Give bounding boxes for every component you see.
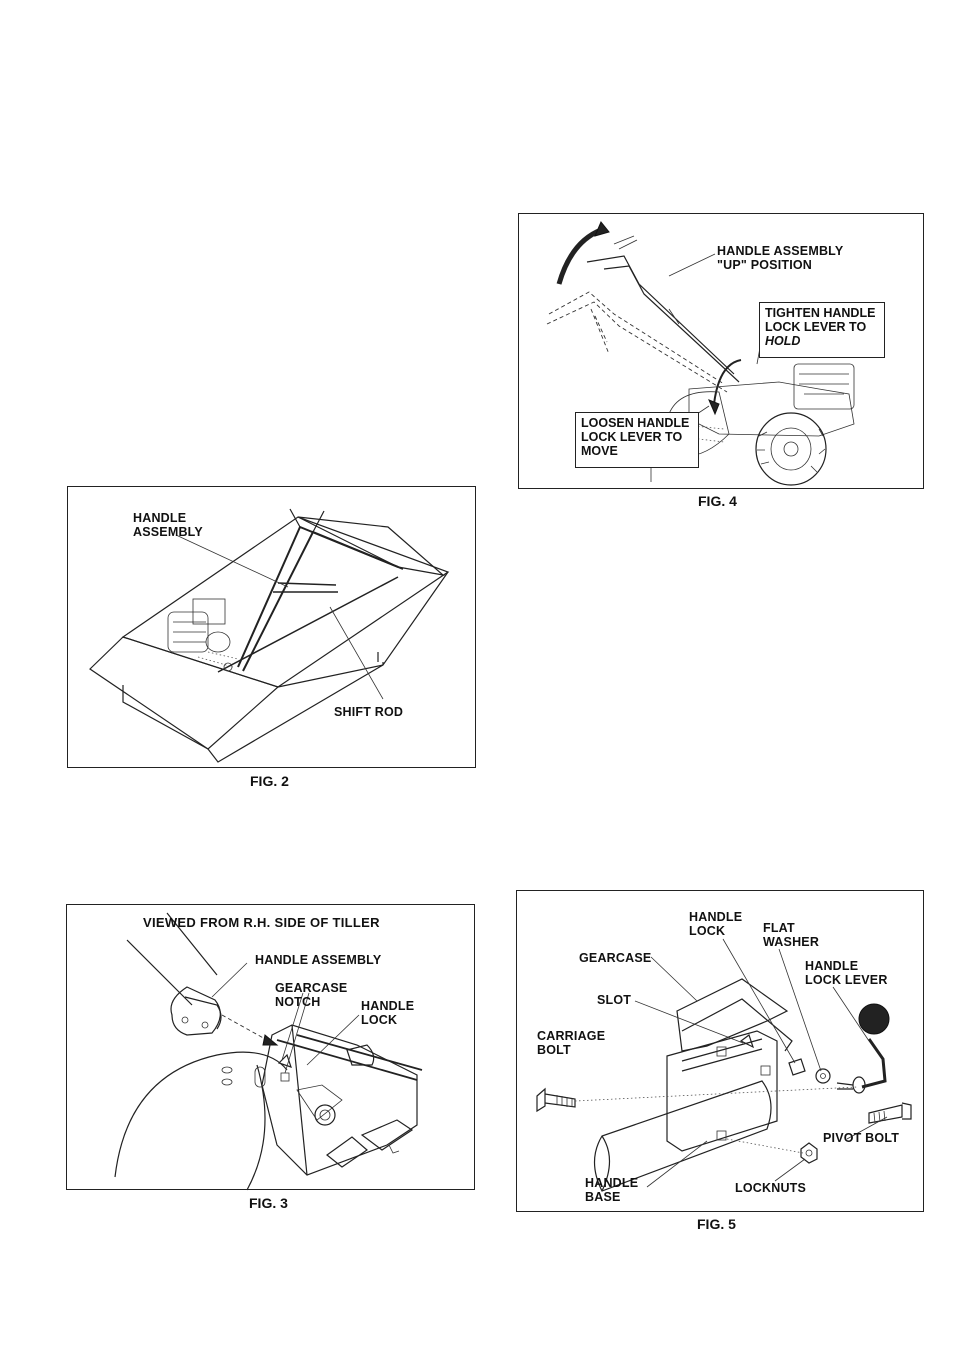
flat-washer-label: FLAT WASHER <box>763 921 820 949</box>
loosen-line-1: LOOSEN HANDLE <box>581 416 690 430</box>
figure-2-caption: FIG. 2 <box>250 773 289 789</box>
figure-3-caption: FIG. 3 <box>249 1195 288 1211</box>
carriage-bolt-label: CARRIAGE BOLT <box>537 1029 606 1057</box>
handle-assembly-up-label: HANDLE ASSEMBLY "UP" POSITION <box>717 244 844 272</box>
shift-rod-label: SHIFT ROD <box>334 705 404 719</box>
handle-base-label: HANDLE BASE <box>585 1176 639 1204</box>
tighten-line-1: TIGHTEN HANDLE <box>765 306 876 320</box>
handle-lock-label: HANDLE LOCK <box>361 999 415 1027</box>
loosen-line-2: LOCK LEVER TO <box>581 430 683 444</box>
locknuts-label: LOCKNUTS <box>735 1181 807 1195</box>
gearcase-notch-label: GEARCASE NOTCH <box>275 981 348 1009</box>
figure-5-caption: FIG. 5 <box>697 1216 736 1232</box>
loosen-line-3: MOVE <box>581 444 618 458</box>
tighten-handle-callout: TIGHTEN HANDLE LOCK LEVER TO HOLD <box>759 302 885 358</box>
figure-5-frame: HANDLE LOCK FLAT WASHER GEARCASE HANDLE … <box>516 890 924 1212</box>
figure-5-illustration <box>536 938 912 1192</box>
handle-assembly-label: HANDLE ASSEMBLY <box>255 953 382 967</box>
tighten-line-3: HOLD <box>765 334 801 348</box>
figure-3-frame: VIEWED FROM R.H. SIDE OF TILLER HANDLE A… <box>66 904 475 1191</box>
figure-2-illustration <box>89 508 450 763</box>
figure-2-frame: HANDLE ASSEMBLY SHIFT ROD <box>67 486 476 768</box>
handle-lock-label: HANDLE LOCK <box>689 910 743 938</box>
figure-3-title: VIEWED FROM R.H. SIDE OF TILLER <box>143 915 380 930</box>
figure-4-caption: FIG. 4 <box>698 493 737 509</box>
pivot-bolt-label: PIVOT BOLT <box>823 1131 900 1145</box>
figure-4-illustration <box>546 221 855 486</box>
figure-3-illustration <box>114 912 423 1191</box>
slot-label: SLOT <box>597 993 632 1007</box>
tighten-line-2: LOCK LEVER TO <box>765 320 867 334</box>
gearcase-label: GEARCASE <box>579 951 652 965</box>
loosen-handle-callout: LOOSEN HANDLE LOCK LEVER TO MOVE <box>575 412 699 468</box>
handle-assembly-label: HANDLE ASSEMBLY <box>133 511 203 539</box>
handle-lock-lever-label: HANDLE LOCK LEVER <box>805 959 888 987</box>
figure-4-frame: HANDLE ASSEMBLY "UP" POSITION TIGHTEN HA… <box>518 213 924 489</box>
